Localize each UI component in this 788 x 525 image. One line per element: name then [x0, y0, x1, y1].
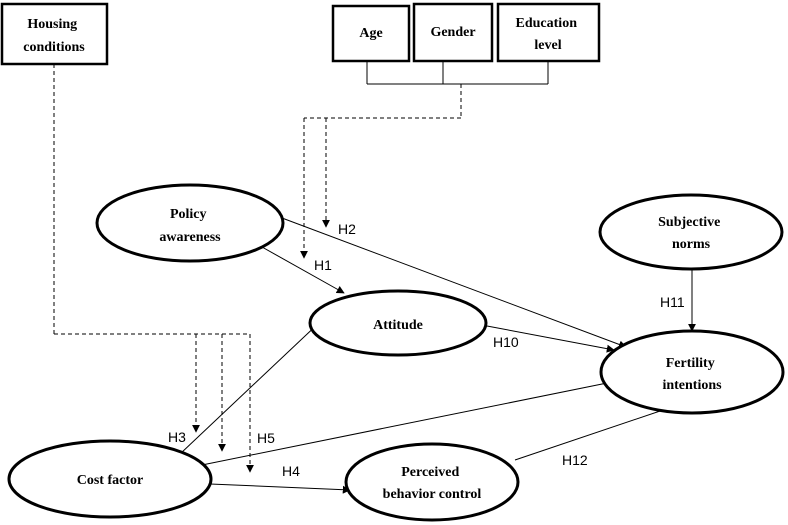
h10-label: H10: [493, 334, 519, 350]
arrow-policy-to-attitude: [261, 246, 345, 294]
policy-awareness-node: Policy awareness: [95, 183, 285, 263]
arrow-cost-to-pbc: [209, 483, 351, 494]
pbc-label-line2: behavior control: [383, 487, 482, 502]
gender-box: Gender: [412, 2, 494, 63]
svg-text:Age: Age: [359, 26, 382, 41]
h2-label: H2: [338, 221, 356, 237]
gender-label: Gender: [430, 25, 475, 40]
arrow-attitude-to-fertility: [486, 325, 615, 353]
attitude-label: Attitude: [373, 318, 423, 333]
h3-label: H3: [168, 429, 186, 445]
svg-text:Policy awareness: Policy awareness: [159, 207, 221, 245]
h12-label: H12: [562, 452, 588, 468]
svg-text:Housing conditions: Housing conditions: [23, 17, 85, 55]
fertility-intentions-node: Fertility intentions: [599, 329, 785, 415]
h11-label: H11: [660, 294, 685, 310]
h5-label: H5: [257, 430, 275, 446]
svg-text:Subjective norms: Subjective norms: [658, 215, 724, 252]
housing-conditions-box: Housing conditions: [0, 2, 109, 66]
education-level-label-line2: level: [534, 38, 561, 53]
hypothesis-labels: H2 H1 H10 H11 H3 H5 H4 H12: [168, 221, 685, 479]
attitude-node: Attitude: [308, 289, 488, 357]
subjective-norms-node: Subjective norms: [598, 193, 784, 271]
fertility-intentions-label-line1: Fertility: [666, 356, 715, 371]
fertility-intentions-label-line2: intentions: [662, 378, 722, 393]
policy-awareness-label-line1: Policy: [170, 207, 207, 222]
pbc-label-line1: Perceived: [401, 465, 459, 480]
arrow-cost-to-fertility: [201, 379, 613, 466]
svg-text:Gender: Gender: [430, 25, 475, 40]
subjective-norms-label-line2: norms: [672, 237, 711, 252]
cost-factor-label: Cost factor: [77, 473, 143, 488]
arrow-pbc-to-fertility: [514, 405, 673, 461]
demographics-moderator-lines: [300, 84, 462, 259]
h4-label: H4: [282, 463, 300, 479]
housing-conditions-label-line2: conditions: [23, 40, 85, 55]
demographics-bracket: [366, 61, 549, 85]
housing-conditions-label-line1: Housing: [27, 17, 77, 32]
arrow-policy-to-fertility: [281, 217, 627, 349]
education-level-box: Education level: [496, 2, 601, 63]
housing-moderator-lines: [53, 64, 254, 473]
svg-text:Fertility intentions: Fertility intentions: [662, 356, 722, 393]
h1-label: H1: [314, 257, 332, 273]
path-arrows: [179, 217, 696, 494]
policy-awareness-label-line2: awareness: [159, 230, 221, 245]
age-box: Age: [331, 4, 411, 63]
age-label: Age: [359, 26, 382, 41]
arrow-cost-to-attitude: [179, 319, 323, 455]
svg-text:Perceived behavior contr: Perceived behavior control: [383, 465, 482, 502]
subjective-norms-label-line1: Subjective: [658, 215, 720, 230]
cost-factor-node: Cost factor: [7, 439, 213, 519]
svg-text:Cost factor: Cost factor: [77, 473, 143, 488]
svg-text:Education level: Education level: [516, 16, 581, 53]
perceived-behavior-control-node: Perceived behavior control: [344, 442, 520, 522]
education-level-label-line1: Education: [516, 16, 578, 31]
svg-text:Attitude: Attitude: [373, 318, 423, 333]
